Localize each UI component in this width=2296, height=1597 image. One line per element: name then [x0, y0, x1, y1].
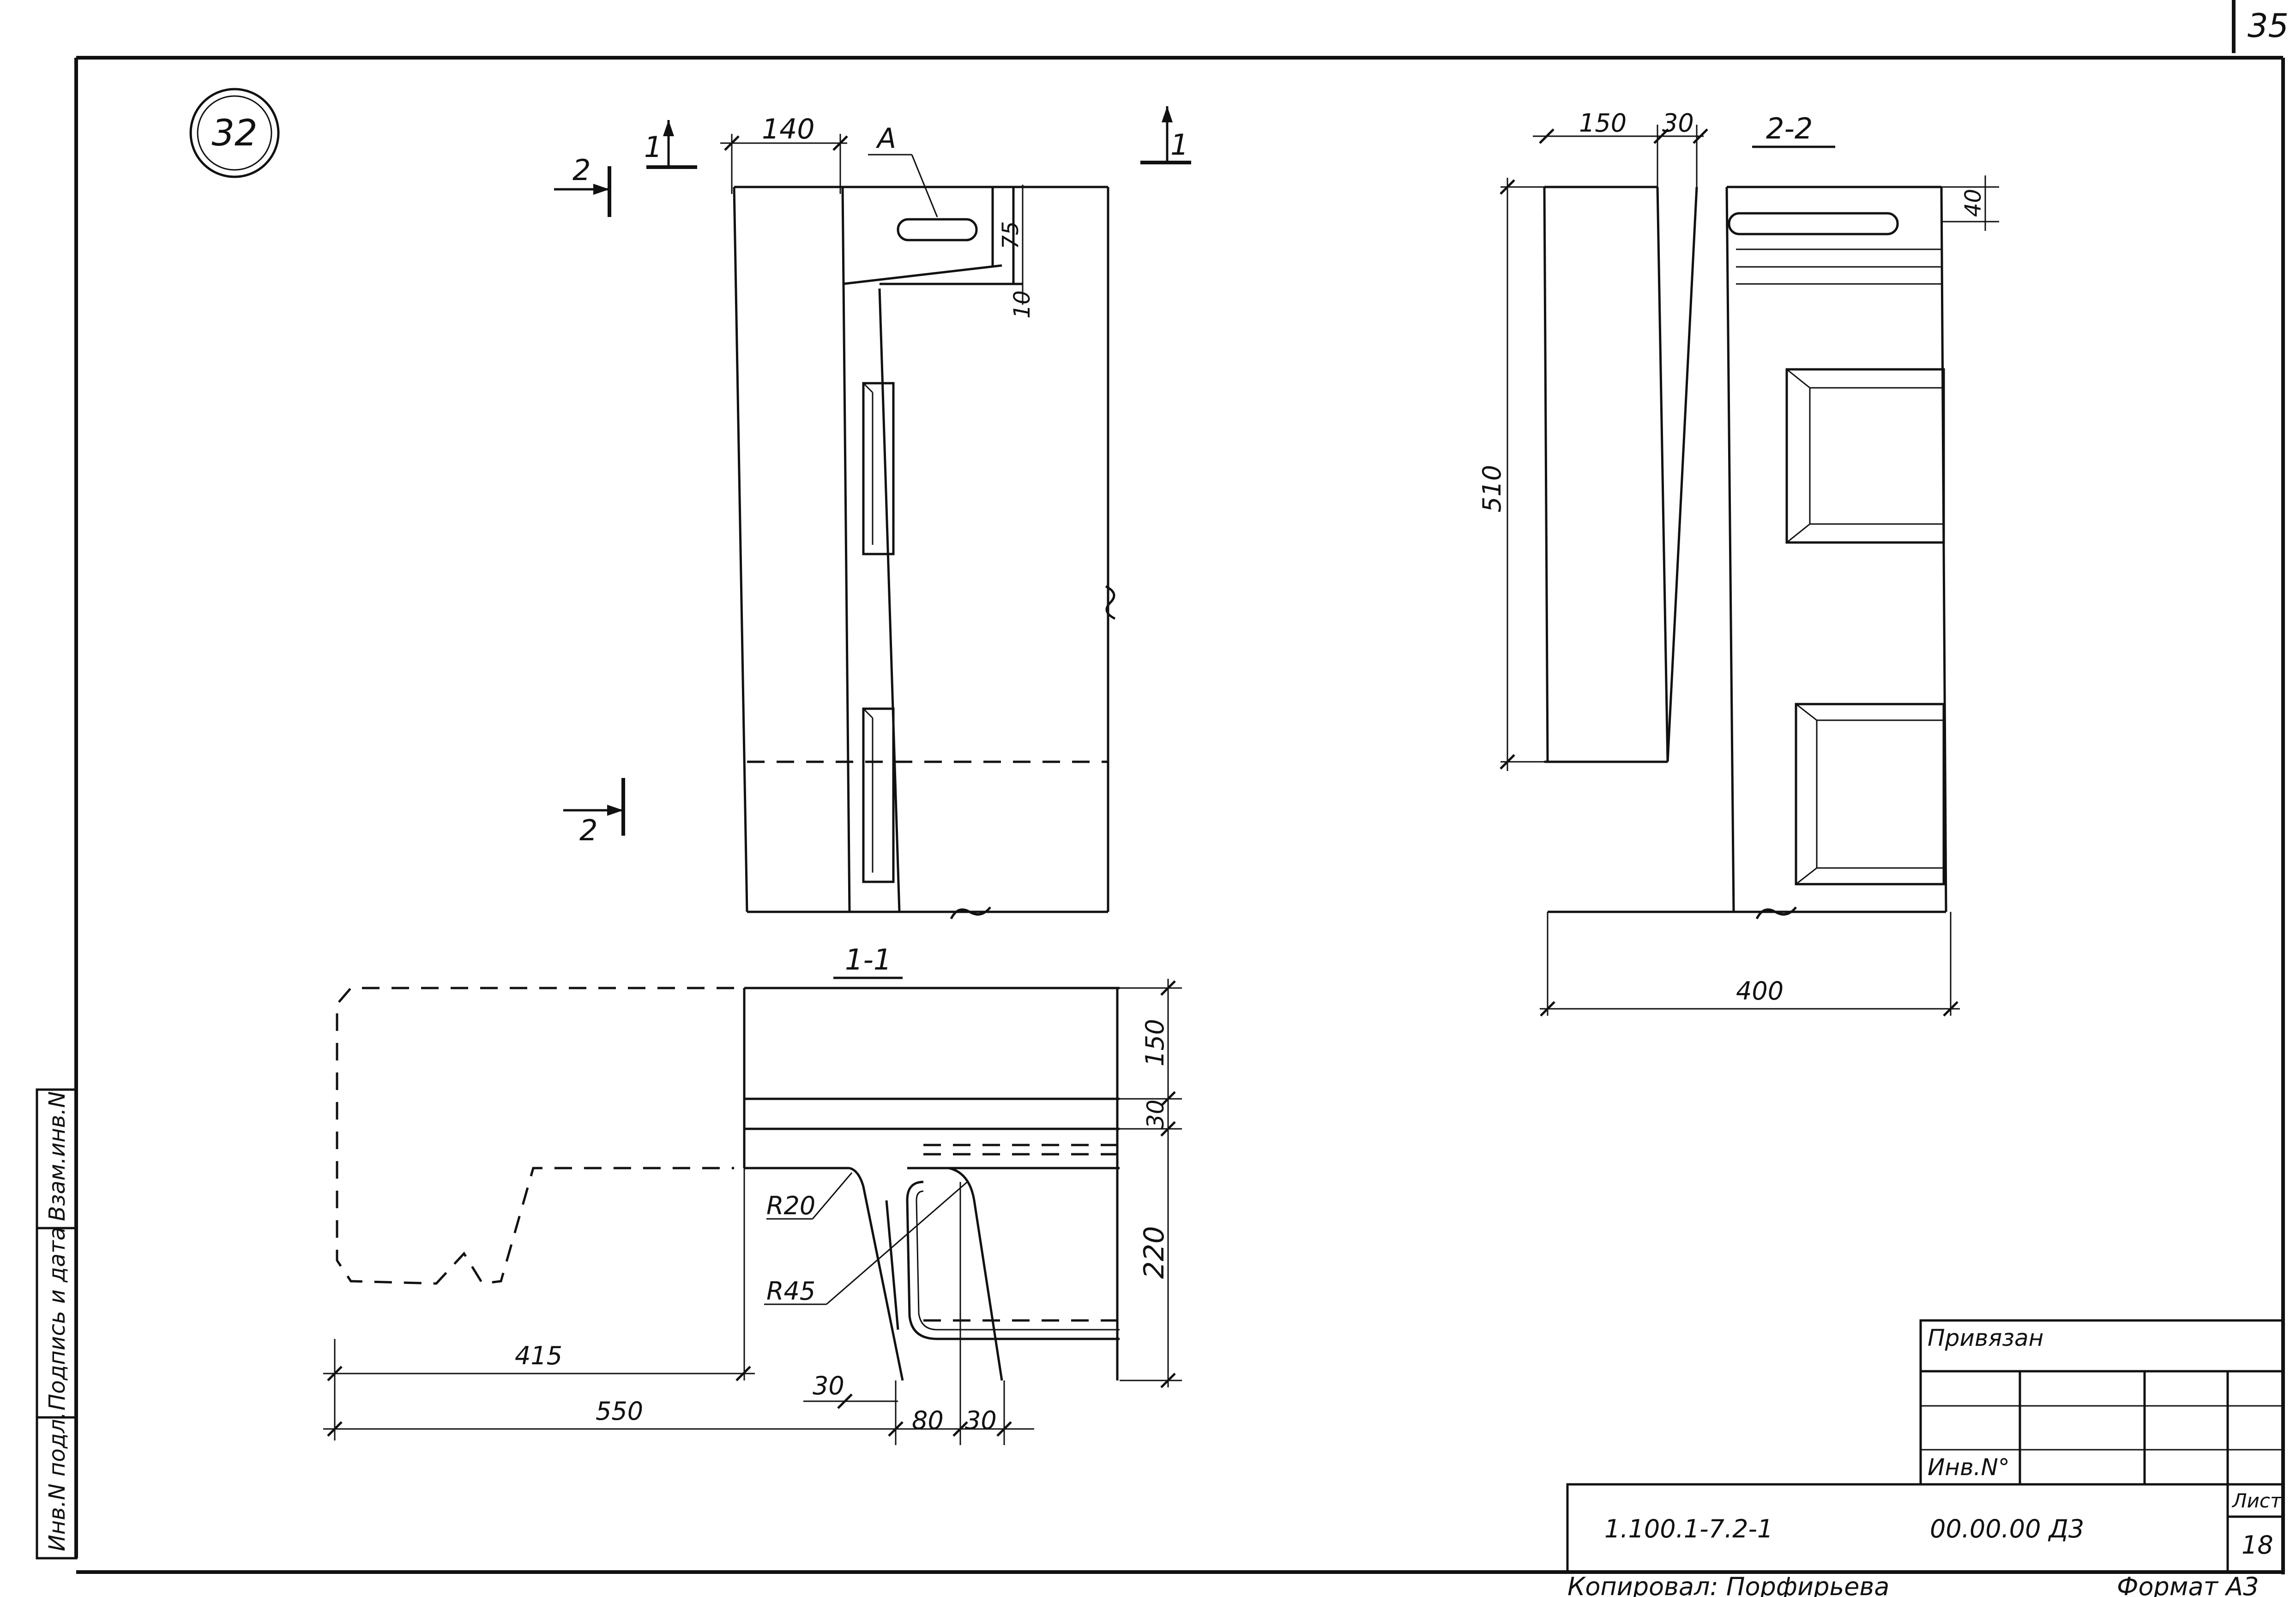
title-code: 00.00.00 Д3: [1930, 1514, 2084, 1543]
dim-415: 415: [515, 1341, 562, 1370]
dim-plan-220: 220: [1138, 1226, 1170, 1279]
dim-550: 550: [596, 1397, 643, 1426]
cut-marker-2-bottom: 2: [563, 778, 625, 847]
detail-a-label: А: [875, 122, 896, 155]
detail-marker: 32: [189, 88, 280, 178]
section-2-2: 2-2 150 30 40: [1477, 108, 1999, 1017]
dim-140: 140: [762, 113, 815, 145]
dim-30c: 30: [965, 1406, 997, 1435]
dim-80: 80: [912, 1406, 944, 1435]
radius-r45: R45: [766, 1277, 815, 1306]
footer-copied: Копировал: Порфирьева: [1567, 1572, 1889, 1597]
cut-label-2-top: 2: [572, 153, 591, 187]
dim-side-150: 150: [1579, 108, 1627, 138]
title-sheet-label: Лист: [2231, 1489, 2282, 1512]
section-1-1: 1-1 150 30 220: [323, 943, 1182, 1445]
section-2-2-title: 2-2: [1766, 112, 1813, 145]
section-1-1-title: 1-1: [845, 943, 892, 976]
cut-label-1-top-right: 1: [1170, 128, 1188, 162]
front-view: 2 1 1 2 140 А: [554, 106, 1191, 920]
title-designation: 1.100.1-7.2-1: [1604, 1514, 1773, 1543]
dim-40: 40: [1960, 189, 1986, 217]
dim-510: 510: [1477, 465, 1507, 512]
dim-30b: 30: [813, 1371, 844, 1400]
footer-format: Формат А3: [2117, 1572, 2259, 1597]
cut-marker-2-top: 2: [554, 153, 611, 217]
title-privyazan: Привязан: [1928, 1325, 2043, 1351]
front-pad-upper: [862, 382, 895, 555]
title-block: Привязан Инв.N° 1.100.1-7.2-1 00.00.00 Д…: [1566, 1319, 2284, 1573]
side-stamp: Инв.N подл. Подпись и дата Взам.инв.N: [36, 1088, 78, 1560]
dim-10: 10: [1009, 290, 1035, 319]
panel-lower: [1795, 703, 1945, 886]
page-number-corner: 35: [2232, 0, 2289, 53]
cut-label-1-top: 1: [644, 130, 662, 164]
front-pad-lower: [862, 707, 895, 883]
dim-400: 400: [1736, 976, 1784, 1006]
dim-plan-150: 150: [1140, 1019, 1169, 1067]
side-stamp-inv-podl: Инв.N подл.: [44, 1412, 70, 1551]
side-stamp-signature: Подпись и дата: [44, 1227, 70, 1410]
detail-number: 32: [211, 113, 257, 154]
page-number: 35: [2248, 7, 2289, 45]
dim-75: 75: [998, 221, 1024, 249]
dim-side-30: 30: [1662, 108, 1694, 138]
cut-marker-1-top-left: 1: [644, 120, 697, 169]
cut-label-2-bottom: 2: [579, 814, 597, 847]
side-stamp-vzam: Взам.инв.N: [44, 1091, 70, 1221]
dim-plan-30: 30: [1142, 1099, 1169, 1129]
panel-upper: [1785, 368, 1945, 544]
radius-r20: R20: [766, 1191, 815, 1220]
title-sheet-number: 18: [2242, 1531, 2273, 1560]
cut-marker-1-top-right: 1: [1140, 106, 1191, 164]
title-inv-no: Инв.N°: [1928, 1454, 2010, 1481]
